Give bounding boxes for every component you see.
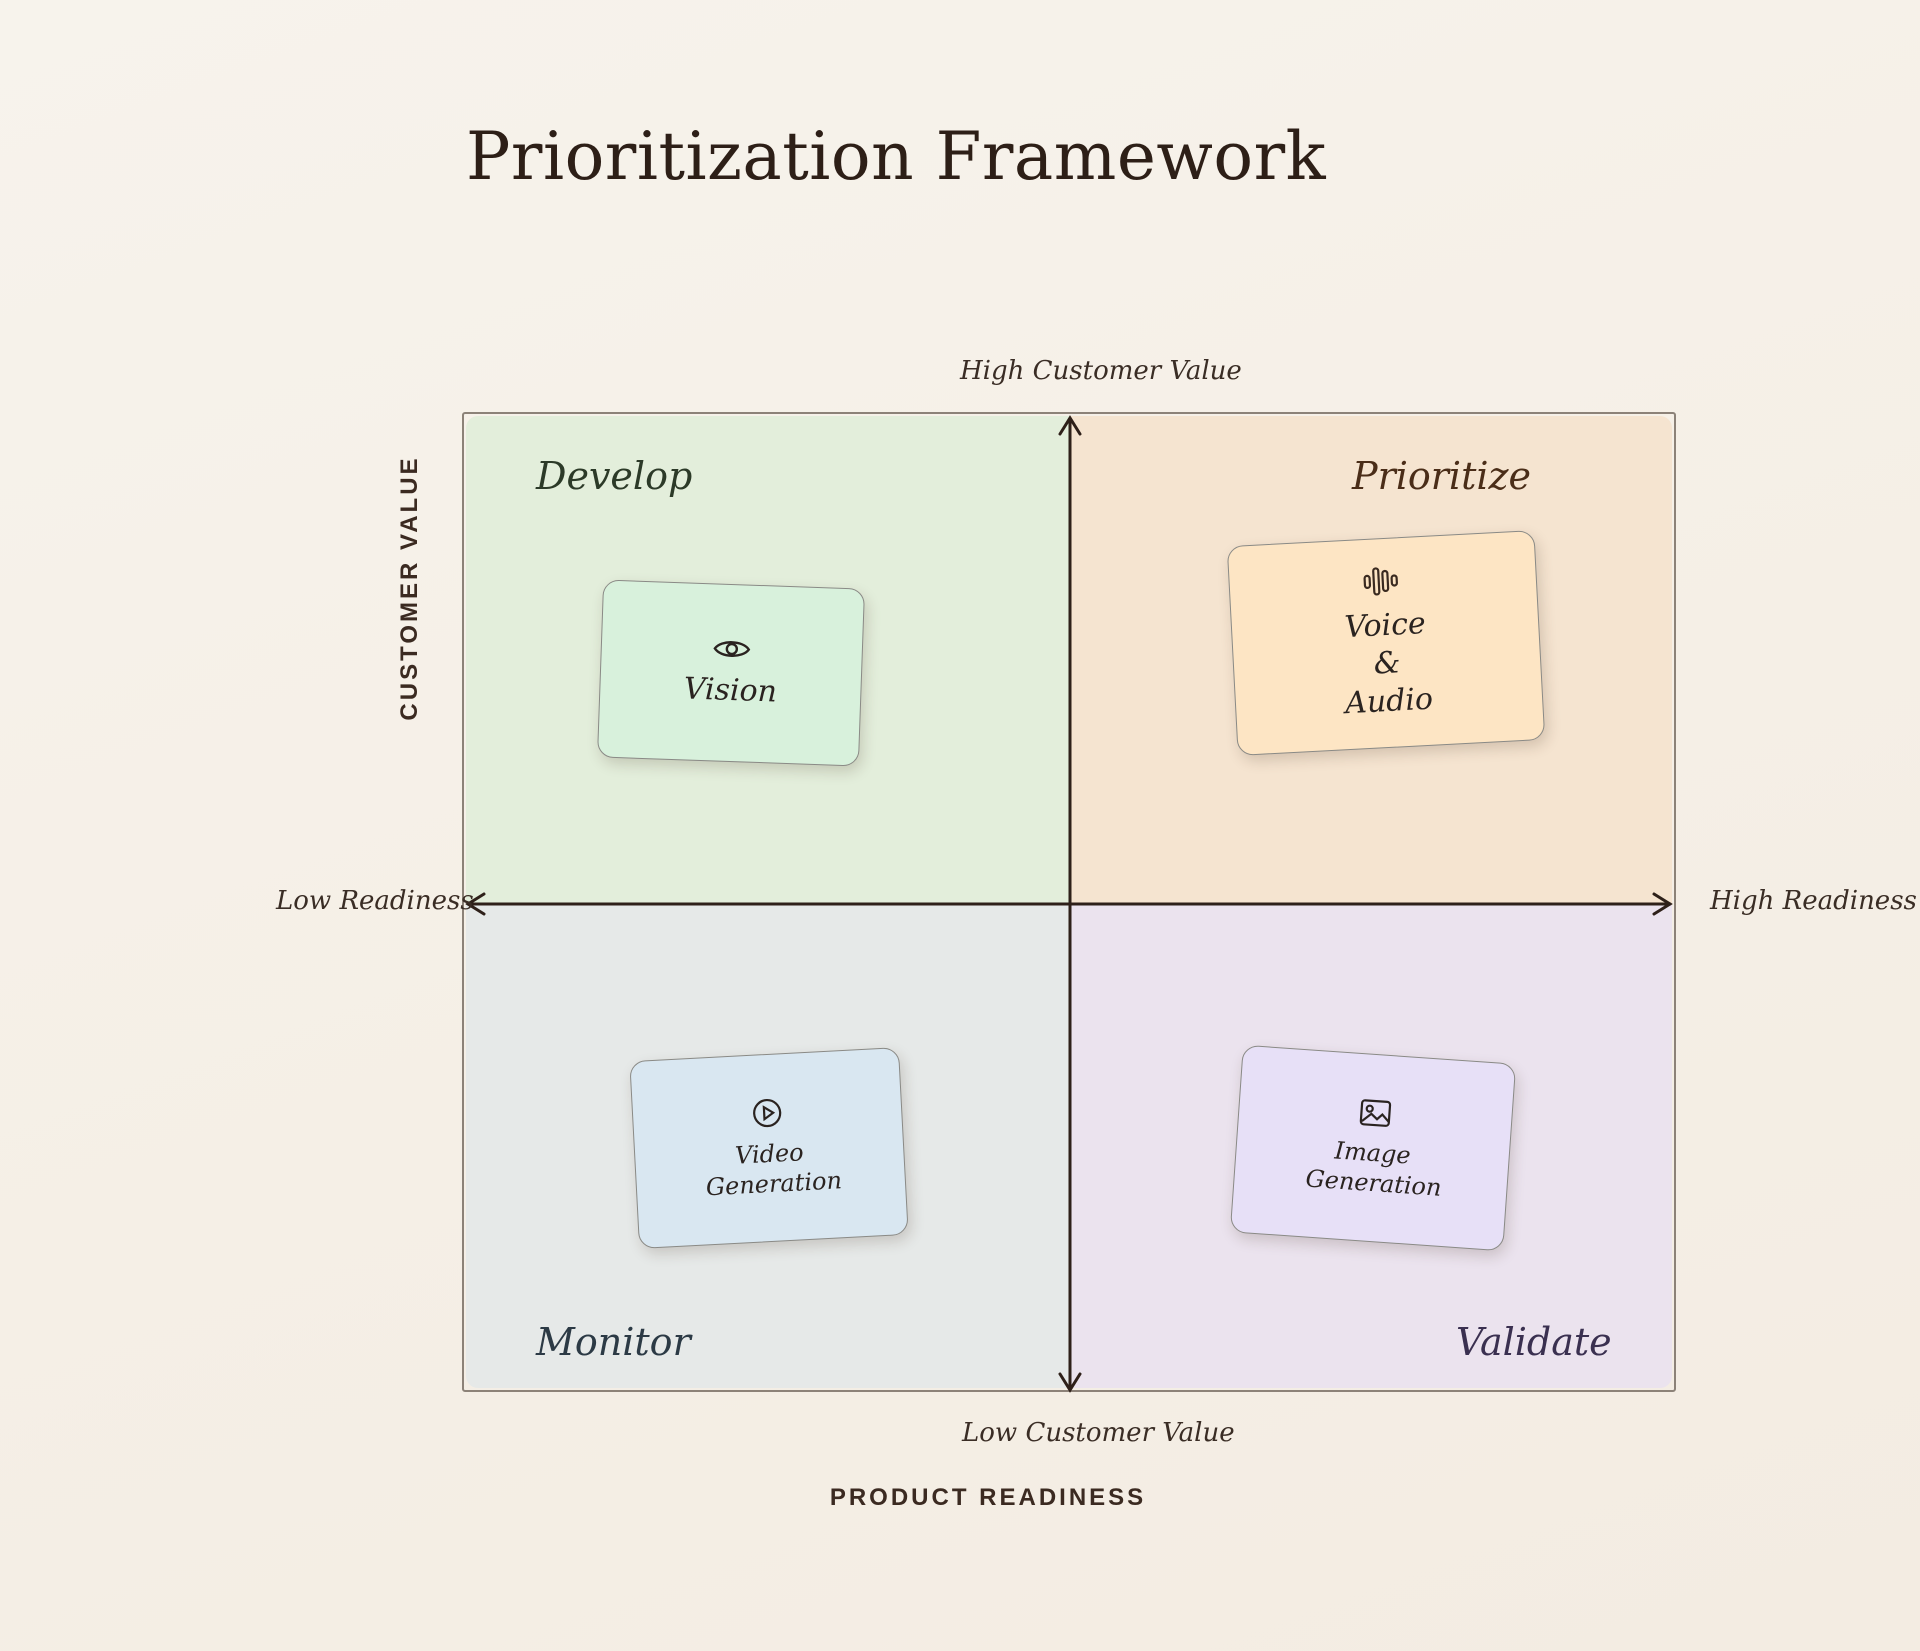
page-title: Prioritization Framework bbox=[466, 118, 1327, 195]
audio-waveform-icon bbox=[1362, 564, 1404, 602]
image-icon bbox=[1358, 1097, 1392, 1133]
x-low-label: Low Readiness bbox=[276, 886, 474, 916]
quadrant-label-prioritize: Prioritize bbox=[1352, 454, 1532, 498]
play-circle-icon bbox=[750, 1096, 784, 1134]
x-high-label: High Readiness bbox=[1710, 886, 1917, 916]
quadrant-label-validate: Validate bbox=[1456, 1320, 1612, 1364]
card-vision[interactable]: Vision bbox=[596, 579, 866, 767]
card-label: Voice & Audio bbox=[1343, 605, 1434, 722]
quadrant-label-develop: Develop bbox=[536, 454, 693, 498]
card-label: Vision bbox=[683, 671, 778, 710]
quadrant-label-monitor: Monitor bbox=[536, 1320, 691, 1364]
eye-icon bbox=[712, 635, 751, 666]
y-axis-title: CUSTOMER VALUE bbox=[396, 455, 423, 721]
y-low-label: Low Customer Value bbox=[962, 1418, 1235, 1448]
card-label: Video Generation bbox=[705, 1138, 843, 1202]
card-video-generation[interactable]: Video Generation bbox=[629, 1047, 909, 1249]
card-label: Image Generation bbox=[1304, 1136, 1443, 1202]
y-high-label: High Customer Value bbox=[960, 356, 1242, 386]
card-voice-audio[interactable]: Voice & Audio bbox=[1226, 530, 1546, 756]
horizontal-axis bbox=[465, 892, 1673, 916]
card-image-generation[interactable]: Image Generation bbox=[1229, 1044, 1517, 1252]
x-axis-title: PRODUCT READINESS bbox=[829, 1484, 1147, 1511]
